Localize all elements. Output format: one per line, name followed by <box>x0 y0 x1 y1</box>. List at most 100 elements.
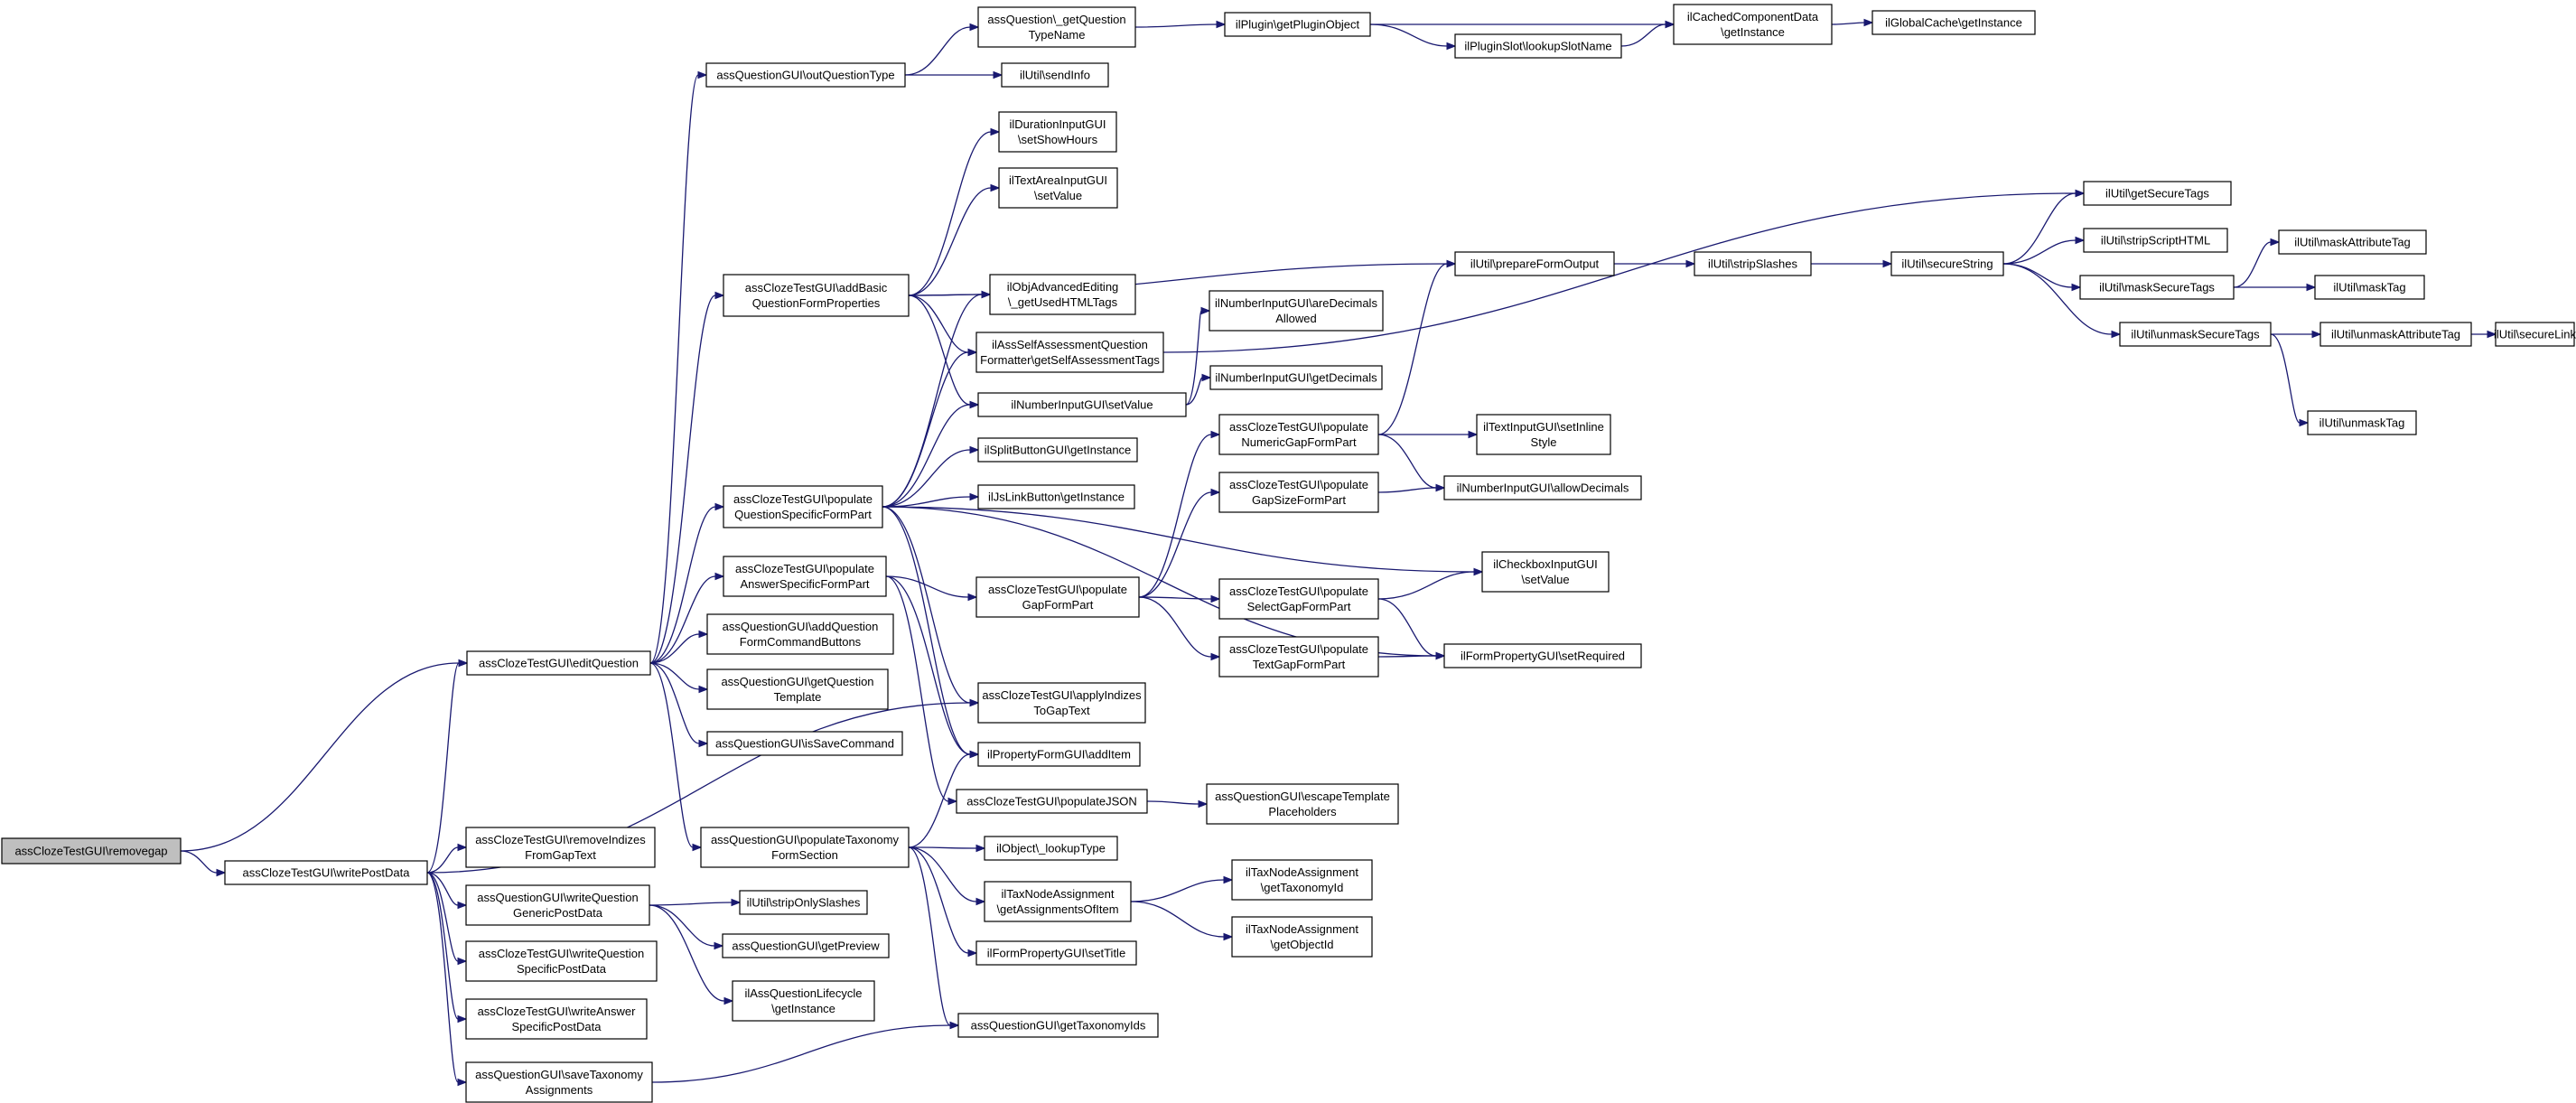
node-n63[interactable]: ilTaxNodeAssignment\getTaxonomyId <box>1231 859 1373 901</box>
edge-line <box>649 74 699 664</box>
node-n21[interactable]: ilAssSelfAssessmentQuestionFormatter\get… <box>975 332 1164 373</box>
node-n41[interactable]: ilUtil\stripSlashes <box>1694 251 1812 276</box>
edge-line <box>2002 239 2077 265</box>
edge-n30-n63 <box>1130 875 1234 902</box>
node-n59[interactable]: ilNumberInputGUI\allowDecimals <box>1443 475 1642 500</box>
node-n14[interactable]: assClozeTestGUI\writeAnswerSpecificPostD… <box>465 998 648 1040</box>
node-n18[interactable]: ilDurationInputGUI\setShowHours <box>998 111 1117 153</box>
node-n29[interactable]: ilObject\_lookupType <box>984 836 1118 861</box>
node-label: assClozeTestGUI\applyIndizes <box>982 688 1142 702</box>
node-n40[interactable]: ilUtil\prepareFormOutput <box>1454 251 1615 276</box>
edge-n57-n61 <box>1377 651 1446 660</box>
node-n47[interactable]: ilUtil\maskAttributeTag <box>2278 229 2427 255</box>
node-n53[interactable]: ilNumberInputGUI\getDecimals <box>1209 365 1383 390</box>
node-n30[interactable]: ilTaxNodeAssignment\getAssignmentsOfItem <box>984 881 1132 922</box>
node-n23[interactable]: ilSplitButtonGUI\getInstance <box>977 437 1138 463</box>
node-n51[interactable]: ilUtil\secureLink <box>2494 322 2576 347</box>
edge-arrowhead <box>969 23 980 32</box>
edge-arrowhead <box>1201 373 1212 382</box>
node-box <box>706 613 894 655</box>
node-n7[interactable]: assQuestionGUI\addQuestionFormCommandBut… <box>706 613 894 655</box>
node-n45[interactable]: ilUtil\maskSecureTags <box>2079 275 2235 300</box>
node-n1[interactable]: assClozeTestGUI\editQuestion <box>466 650 651 676</box>
node-n36[interactable]: ilPlugin\getPluginObject <box>1224 12 1371 37</box>
edge-n2-n11 <box>426 843 468 874</box>
node-n31[interactable]: ilFormPropertyGUI\setTitle <box>975 940 1137 966</box>
node-n24[interactable]: ilJsLinkButton\getInstance <box>977 484 1135 509</box>
node-n6[interactable]: assClozeTestGUI\populateAnswerSpecificFo… <box>723 556 887 597</box>
node-n22[interactable]: ilNumberInputGUI\setValue <box>977 392 1187 417</box>
node-n50[interactable]: ilUtil\unmaskTag <box>2307 410 2417 435</box>
node-n32[interactable]: assQuestionGUI\getTaxonomyIds <box>957 1013 1159 1038</box>
node-n48[interactable]: ilUtil\maskTag <box>2314 275 2425 300</box>
node-n39[interactable]: ilGlobalCache\getInstance <box>1871 10 2036 35</box>
node-n10[interactable]: assQuestionGUI\populateTaxonomyFormSecti… <box>700 827 910 868</box>
node-n13[interactable]: assClozeTestGUI\writeQuestionSpecificPos… <box>465 940 658 982</box>
edge-arrowhead <box>2487 330 2497 339</box>
node-label: GapFormPart <box>1022 598 1094 612</box>
node-n44[interactable]: ilUtil\stripScriptHTML <box>2083 228 2228 253</box>
node-n43[interactable]: ilUtil\getSecureTags <box>2083 181 2232 206</box>
node-n64[interactable]: ilTaxNodeAssignment\getObjectId <box>1231 916 1373 958</box>
node-n20[interactable]: ilObjAdvancedEditing\_getUsedHTMLTags <box>989 274 1136 315</box>
node-box <box>1209 290 1384 332</box>
edge-arrowhead <box>698 739 709 748</box>
node-label: assClozeTestGUI\writePostData <box>243 866 411 880</box>
node-n42[interactable]: ilUtil\secureString <box>1890 251 2004 276</box>
node-n61[interactable]: ilFormPropertyGUI\setRequired <box>1443 643 1642 668</box>
node-n17[interactable]: ilUtil\sendInfo <box>1001 62 1109 88</box>
edge-line <box>885 575 969 598</box>
node-n3[interactable]: assQuestionGUI\outQuestionType <box>705 62 906 88</box>
edge-line <box>908 846 977 849</box>
edge-n25-n57 <box>1138 596 1221 661</box>
node-label: GapSizeFormPart <box>1252 493 1346 507</box>
node-n19[interactable]: ilTextAreaInputGUI\setValue <box>998 167 1118 209</box>
node-n37[interactable]: ilPluginSlot\lookupSlotName <box>1454 33 1622 59</box>
node-n9[interactable]: assQuestionGUI\isSaveCommand <box>706 731 903 756</box>
node-n12[interactable]: assQuestionGUI\writeQuestionGenericPostD… <box>465 884 650 926</box>
node-n0[interactable]: assClozeTestGUI\removegap <box>1 837 182 865</box>
node-n49[interactable]: ilUtil\unmaskAttributeTag <box>2319 322 2472 347</box>
node-n33[interactable]: ilUtil\stripOnlySlashes <box>739 890 868 915</box>
node-n35[interactable]: ilAssQuestionLifecycle\getInstance <box>732 980 875 1022</box>
node-label: \setValue <box>1034 189 1082 202</box>
node-n2[interactable]: assClozeTestGUI\writePostData <box>224 860 428 885</box>
node-n54[interactable]: assClozeTestGUI\populateNumericGapFormPa… <box>1218 414 1379 455</box>
node-box <box>2314 275 2425 300</box>
edge-n10-n27 <box>908 750 980 848</box>
node-n46[interactable]: ilUtil\unmaskSecureTags <box>2119 322 2272 347</box>
node-n60[interactable]: ilCheckboxInputGUI\setValue <box>1481 551 1610 593</box>
node-box <box>984 836 1118 861</box>
node-label: NumericGapFormPart <box>1241 435 1357 449</box>
node-n56[interactable]: assClozeTestGUI\populateSelectGapFormPar… <box>1218 578 1379 620</box>
node-n28[interactable]: assClozeTestGUI\populateJSON <box>956 789 1148 814</box>
edge-n4-n18 <box>908 127 1001 296</box>
node-box <box>975 940 1137 966</box>
node-n62[interactable]: assQuestionGUI\escapeTemplatePlaceholder… <box>1206 783 1399 825</box>
node-box <box>466 650 651 676</box>
edge-n5-n21 <box>882 348 978 508</box>
node-n4[interactable]: assClozeTestGUI\addBasicQuestionFormProp… <box>723 274 910 317</box>
node-box <box>1231 916 1373 958</box>
node-n38[interactable]: ilCachedComponentData\getInstance <box>1673 4 1833 45</box>
node-n5[interactable]: assClozeTestGUI\populateQuestionSpecific… <box>723 485 883 528</box>
edge-n12-n35 <box>649 904 734 1005</box>
node-box <box>2307 410 2417 435</box>
edge-line <box>1377 263 1448 435</box>
node-n27[interactable]: ilPropertyFormGUI\addItem <box>977 742 1141 767</box>
edge-arrowhead <box>981 290 992 299</box>
edge-line <box>1377 434 1437 489</box>
node-label: ilNumberInputGUI\allowDecimals <box>1457 481 1629 495</box>
node-n34[interactable]: assQuestionGUI\getPreview <box>722 933 890 958</box>
edge-arrowhead <box>1223 932 1234 941</box>
